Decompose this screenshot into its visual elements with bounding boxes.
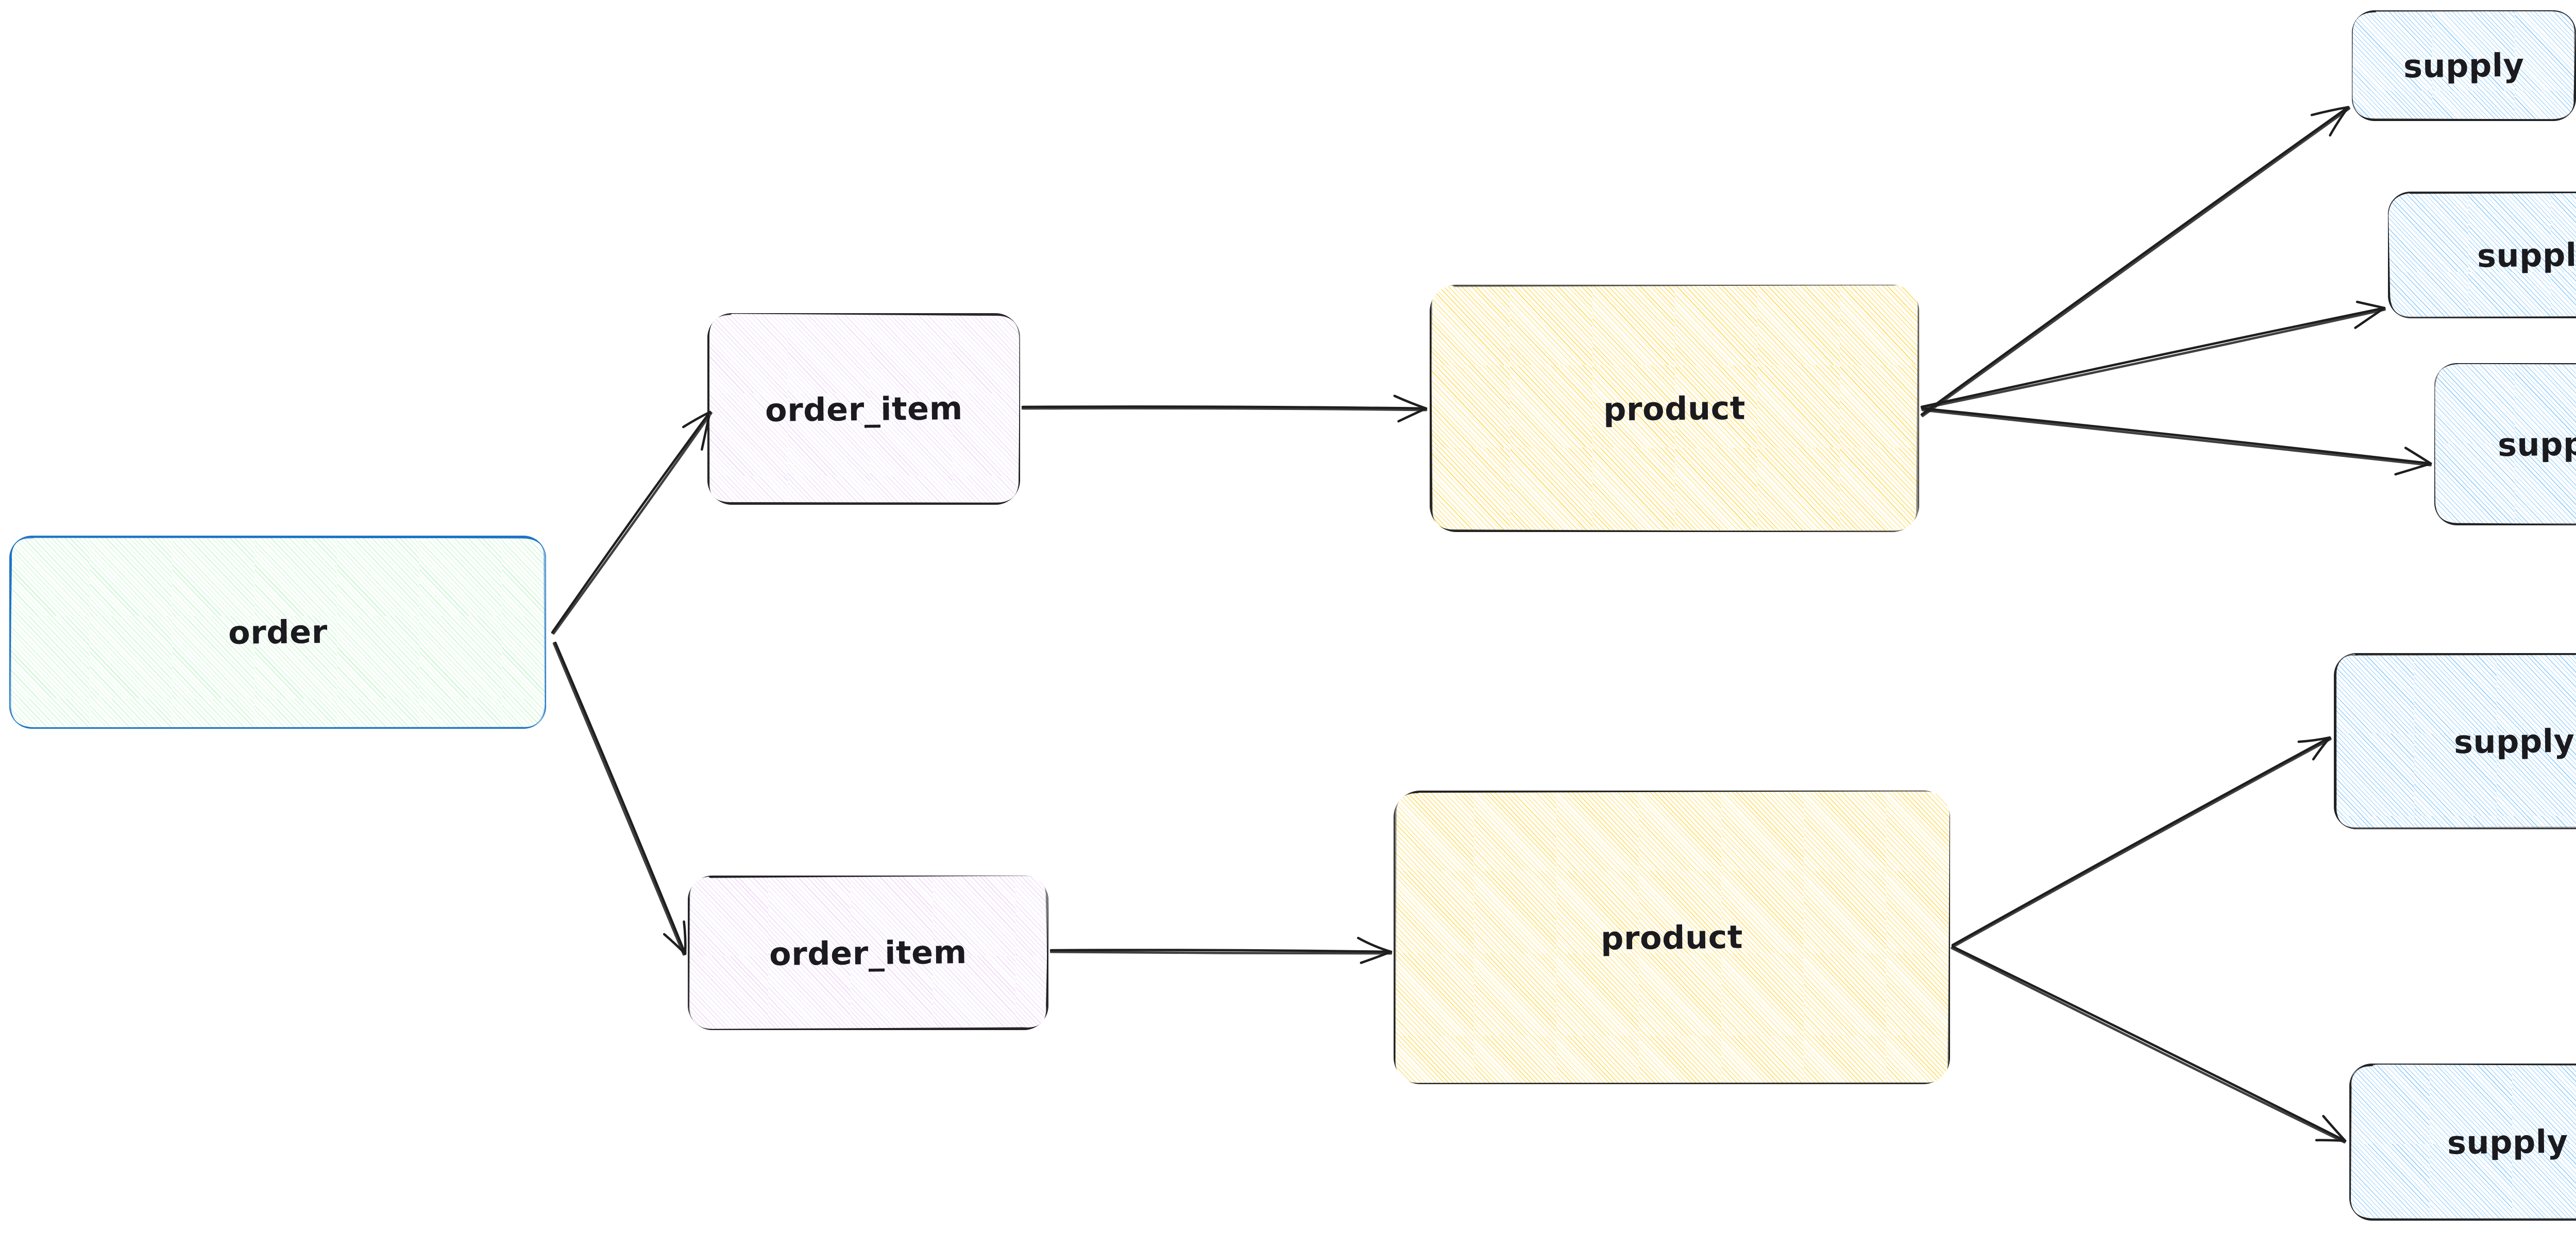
node-order_item_2[interactable]: order_item: [688, 876, 1048, 1030]
arrowhead-stroke-0: [1357, 936, 1393, 953]
node-product_1[interactable]: product: [1430, 285, 1919, 532]
node-supply_2[interactable]: supply: [2388, 192, 2576, 318]
node-label-supply_5: supply: [2447, 1122, 2569, 1162]
node-label-order: order: [228, 612, 328, 652]
arrowhead-stroke-1: [2329, 106, 2350, 137]
edge-e5[interactable]: [1920, 106, 2351, 417]
arrowhead-stroke-1: [1397, 407, 1428, 423]
arrowhead-stroke-0: [2310, 106, 2350, 116]
arrowhead-stroke-0: [2322, 1115, 2347, 1142]
node-supply_1[interactable]: supply: [2352, 10, 2576, 121]
arrowhead-stroke-1: [2315, 1139, 2347, 1142]
edge-e6[interactable]: [1920, 300, 2386, 410]
node-order_item_1[interactable]: order_item: [707, 313, 1020, 505]
node-order[interactable]: order: [9, 536, 546, 729]
node-label-order_item_2: order_item: [769, 933, 968, 973]
node-supply_5[interactable]: supply: [2349, 1064, 2576, 1221]
node-label-supply_3: supply: [2497, 424, 2576, 464]
node-label-product_1: product: [1603, 389, 1746, 428]
arrowhead-stroke-0: [2404, 447, 2432, 465]
edge-e4[interactable]: [1049, 936, 1393, 964]
node-label-supply_1: supply: [2403, 46, 2525, 85]
arrowhead-stroke-1: [663, 933, 687, 955]
arrowhead-stroke-0: [683, 920, 687, 955]
node-supply_4[interactable]: supply: [2334, 653, 2576, 829]
node-supply_3[interactable]: supply: [2434, 363, 2576, 525]
edge-e9[interactable]: [1951, 945, 2347, 1144]
arrowhead-stroke-1: [2354, 306, 2386, 329]
edge-e3[interactable]: [1021, 395, 1428, 423]
arrowhead-stroke-0: [2355, 300, 2386, 310]
arrowhead-stroke-0: [1393, 395, 1428, 410]
node-label-supply_2: supply: [2477, 235, 2576, 275]
edge-e2[interactable]: [552, 641, 687, 956]
arrowhead-stroke-1: [2312, 736, 2331, 761]
node-label-product_2: product: [1600, 918, 1743, 957]
arrowhead-stroke-1: [2394, 462, 2432, 476]
node-label-order_item_1: order_item: [765, 389, 963, 429]
node-label-supply_4: supply: [2453, 722, 2575, 761]
edge-e8[interactable]: [1951, 736, 2332, 948]
arrowhead-stroke-1: [1360, 950, 1393, 964]
arrowhead-stroke-0: [682, 410, 711, 429]
edge-e7[interactable]: [1921, 407, 2432, 476]
edge-e1[interactable]: [551, 410, 713, 635]
arrowhead-stroke-0: [2297, 736, 2331, 743]
node-product_2[interactable]: product: [1394, 791, 1950, 1084]
